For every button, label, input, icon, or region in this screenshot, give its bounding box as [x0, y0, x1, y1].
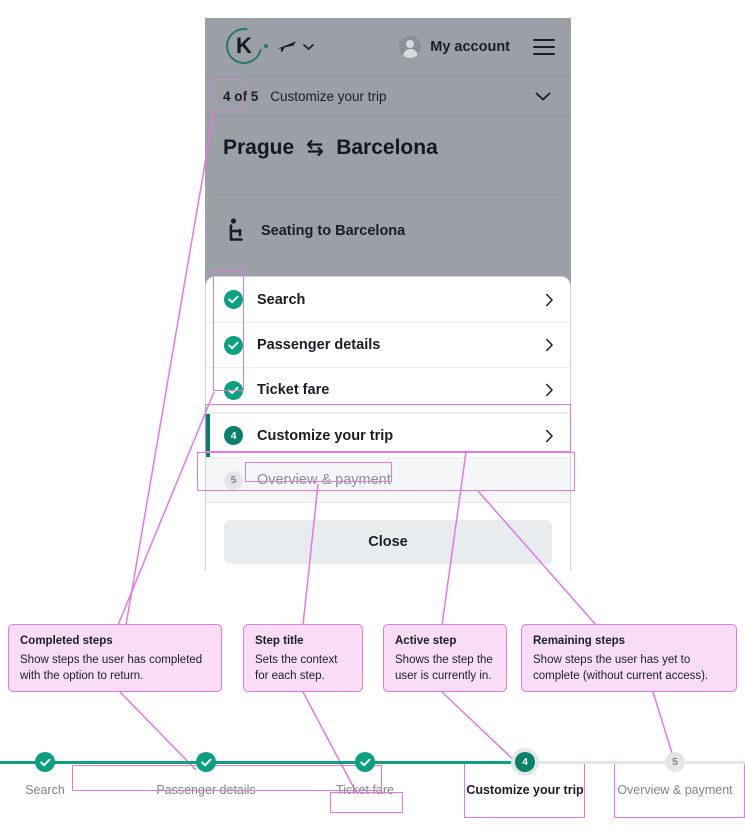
chevron-right-icon[interactable] — [545, 338, 554, 352]
callout-title: Completed steps — [20, 635, 113, 647]
step-title-label: Customize your trip — [270, 88, 387, 104]
close-button-container: Close — [206, 503, 570, 570]
menu-line — [533, 46, 555, 48]
menu-line — [533, 53, 555, 55]
check-icon — [35, 752, 55, 772]
check-icon — [224, 290, 243, 309]
callout-body: Shows the step the user is currently in. — [395, 653, 493, 682]
avatar-head-shape — [406, 40, 415, 48]
callout-active-step: Active step Shows the step the user is c… — [383, 624, 507, 692]
route-destination: Barcelona — [336, 136, 438, 159]
callout-body: Show steps the user has completed with t… — [20, 653, 203, 682]
hamburger-menu-icon[interactable] — [533, 39, 555, 55]
progress-stepper: Search Passenger details Ticket fare 4 C… — [0, 752, 745, 837]
step-number-badge: 4 — [224, 426, 243, 445]
chevron-right-icon[interactable] — [545, 293, 554, 307]
step-row-search[interactable]: Search — [206, 277, 570, 323]
route-title: Prague Barcelona — [205, 117, 571, 179]
callout-body: Show steps the user has yet to complete … — [533, 653, 709, 682]
seating-section[interactable]: Seating to Barcelona — [213, 194, 563, 266]
step-row-ticket-fare[interactable]: Ticket fare — [206, 368, 570, 413]
close-button[interactable]: Close — [224, 520, 552, 564]
stepper-node-label: Ticket fare — [336, 783, 394, 797]
menu-line — [533, 39, 555, 41]
step-row-label: Ticket fare — [257, 382, 330, 398]
seating-label: Seating to Barcelona — [261, 222, 406, 239]
chevron-right-icon[interactable] — [545, 383, 554, 397]
kiwi-logo-icon[interactable]: K — [219, 21, 269, 71]
check-icon — [224, 335, 243, 355]
flight-mode-selector[interactable] — [277, 39, 314, 55]
chevron-down-icon[interactable] — [535, 91, 551, 102]
avatar-icon — [399, 36, 422, 58]
steps-modal-sheet: Search Passenger details Ticket fare — [205, 276, 571, 570]
stepper-rail-completed — [0, 760, 525, 764]
stepper-node-ticket-fare[interactable]: Ticket fare — [305, 752, 425, 797]
stepper-node-label: Overview & payment — [617, 783, 733, 797]
step-number-badge: 4 — [515, 752, 535, 772]
chevron-down-icon — [303, 43, 314, 51]
my-account-button[interactable]: My account — [399, 36, 555, 58]
logo-letter: K — [236, 33, 252, 58]
stepper-node-search[interactable]: Search — [0, 752, 90, 797]
seat-icon — [227, 217, 247, 244]
stepper-node-label: Passenger details — [156, 783, 256, 797]
plane-icon — [277, 39, 298, 55]
my-account-label: My account — [430, 39, 510, 55]
callout-title: Step title — [255, 635, 304, 647]
step-row-label: Overview & payment — [257, 472, 391, 488]
callout-title: Remaining steps — [533, 635, 626, 647]
app-mock-frame: K My account — [205, 18, 571, 570]
step-row-label: Customize your trip — [257, 427, 394, 444]
step-number-badge: 5 — [224, 470, 243, 490]
callout-completed-steps: Completed steps Show steps the user has … — [8, 624, 222, 692]
check-icon — [224, 380, 243, 400]
step-summary-bar[interactable]: 4 of 5 Customize your trip — [205, 76, 571, 116]
route-origin: Prague — [223, 136, 295, 159]
stepper-node-label: Customize your trip — [466, 783, 584, 797]
steps-list: Search Passenger details Ticket fare — [206, 277, 570, 503]
step-row-passenger-details[interactable]: Passenger details — [206, 323, 570, 368]
check-icon — [355, 752, 375, 772]
callout-remaining-steps: Remaining steps Show steps the user has … — [521, 624, 737, 692]
callout-title: Active step — [395, 635, 457, 647]
stepper-node-overview-and-payment: 5 Overview & payment — [605, 752, 745, 797]
check-icon — [196, 752, 216, 772]
chevron-right-icon[interactable] — [545, 429, 554, 443]
logo-dot-shape — [264, 44, 268, 48]
step-row-overview-and-payment: 5 Overview & payment — [206, 458, 570, 503]
step-row-label: Passenger details — [257, 337, 381, 353]
stepper-node-passenger-details[interactable]: Passenger details — [126, 752, 286, 797]
avatar-body-shape — [402, 49, 418, 58]
arrows-swap-icon — [304, 139, 326, 157]
step-row-label: Search — [257, 291, 306, 308]
callout-step-title: Step title Sets the context for each ste… — [243, 624, 363, 692]
step-number-badge: 5 — [665, 752, 685, 772]
app-header: K My account — [205, 18, 571, 76]
step-counter: 4 of 5 — [223, 88, 259, 104]
stepper-node-customize-your-trip[interactable]: 4 Customize your trip — [455, 752, 595, 797]
stepper-rail-remaining — [525, 760, 745, 764]
callout-body: Sets the context for each step. — [255, 653, 338, 682]
step-row-customize-your-trip[interactable]: 4 Customize your trip — [206, 413, 570, 458]
stepper-node-label: Search — [25, 783, 65, 797]
